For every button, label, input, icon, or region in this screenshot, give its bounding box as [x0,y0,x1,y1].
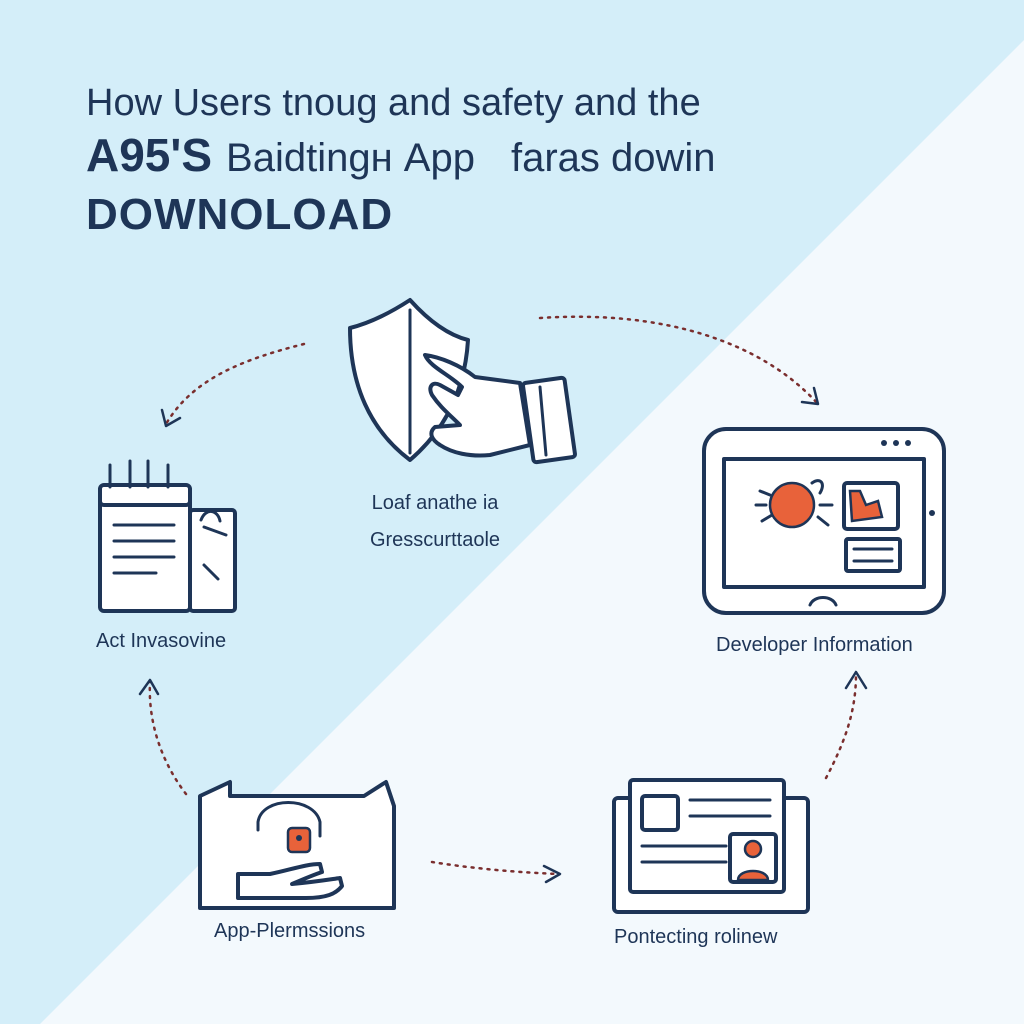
title-line-3: DOWNOLOAD [86,190,394,239]
title-line-2: A95'S Baidtingн App faras dowin [86,128,716,182]
shield-label: Loaf anathe ia Gresscurttaole [340,492,530,552]
shield-label-line2: Gresscurttaole [369,529,501,551]
profile-card-icon [612,778,810,914]
protecting-label: Pontecting rolinew [614,926,778,948]
permissions-label: App-Plermssions [214,920,366,942]
tablet-icon [702,427,946,615]
shield-label-line1: Loaf anathe ia [371,492,499,514]
title-line-1: How Users tnoug and safety and the [86,82,701,124]
title-line-2-app: Baidtingн App [226,136,475,180]
notepad-icon [98,459,237,613]
shield-hand-icon [348,298,577,465]
title-line-2-brand: A95'S [86,129,213,181]
act-label: Act Invasovine [96,630,227,652]
developer-label: Developer Information [716,634,913,656]
title-line-2-tail: faras dowin [510,136,716,180]
lock-hand-icon [198,780,396,910]
